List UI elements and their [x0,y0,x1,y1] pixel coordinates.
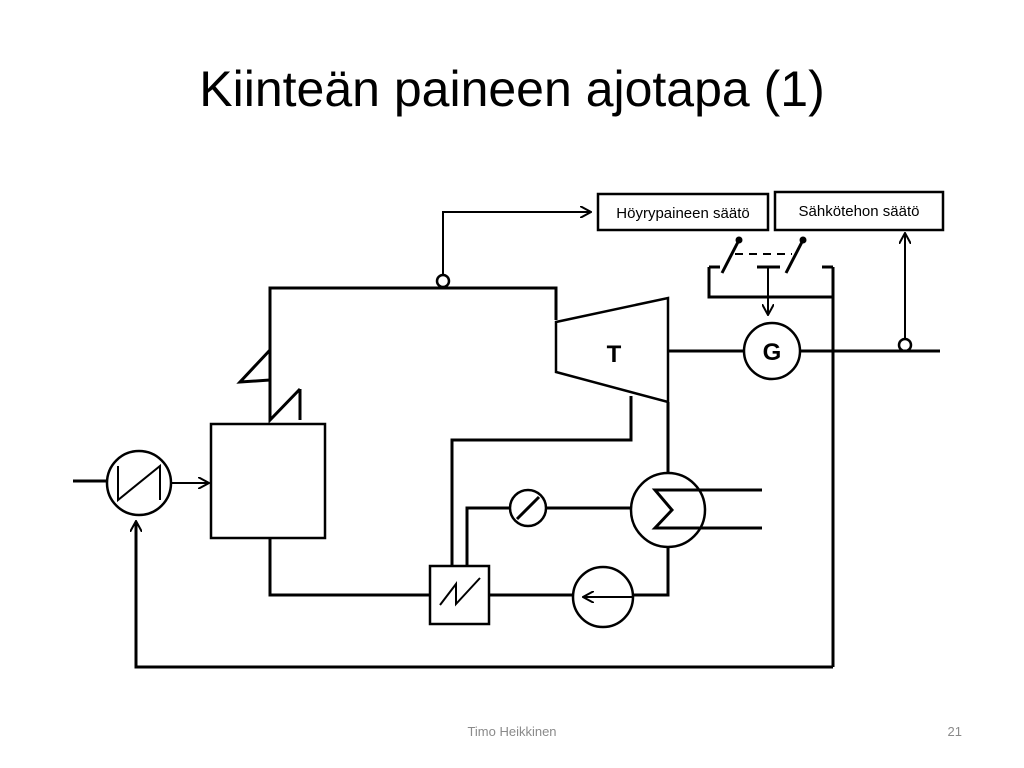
fuel-feeder [73,449,208,517]
boiler [209,422,327,540]
turbine: T [554,296,670,404]
preheater [428,564,491,626]
power-control-label: Sähkötehon säätö [799,203,920,220]
turbine-label: T [607,341,622,368]
footer-author: Timo Heikkinen [467,724,557,739]
steam-line [236,286,558,424]
power-control-box: Sähkötehon säätö [773,190,945,232]
exhaust-line [450,396,670,566]
generator: G [742,321,802,381]
steam-pressure-control-label: Höyrypaineen säätö [616,205,749,222]
pressure-signal-line [435,212,590,289]
slide-title: Kiinteän paineen ajotapa (1) [199,61,825,117]
condenser [629,471,762,549]
generator-label: G [763,339,782,366]
grid-connection [800,342,940,362]
valve [465,488,632,566]
controller-switches [707,236,835,667]
feedwater-pump [571,565,635,629]
steam-pressure-control-box: Höyrypaineen säätö [596,192,770,232]
page-number: 21 [947,724,962,739]
feedwater-line [268,538,670,597]
power-sensor [897,337,913,353]
power-signal-line [897,234,913,353]
pressure-sensor [435,273,451,289]
control-loop-line [136,522,833,669]
